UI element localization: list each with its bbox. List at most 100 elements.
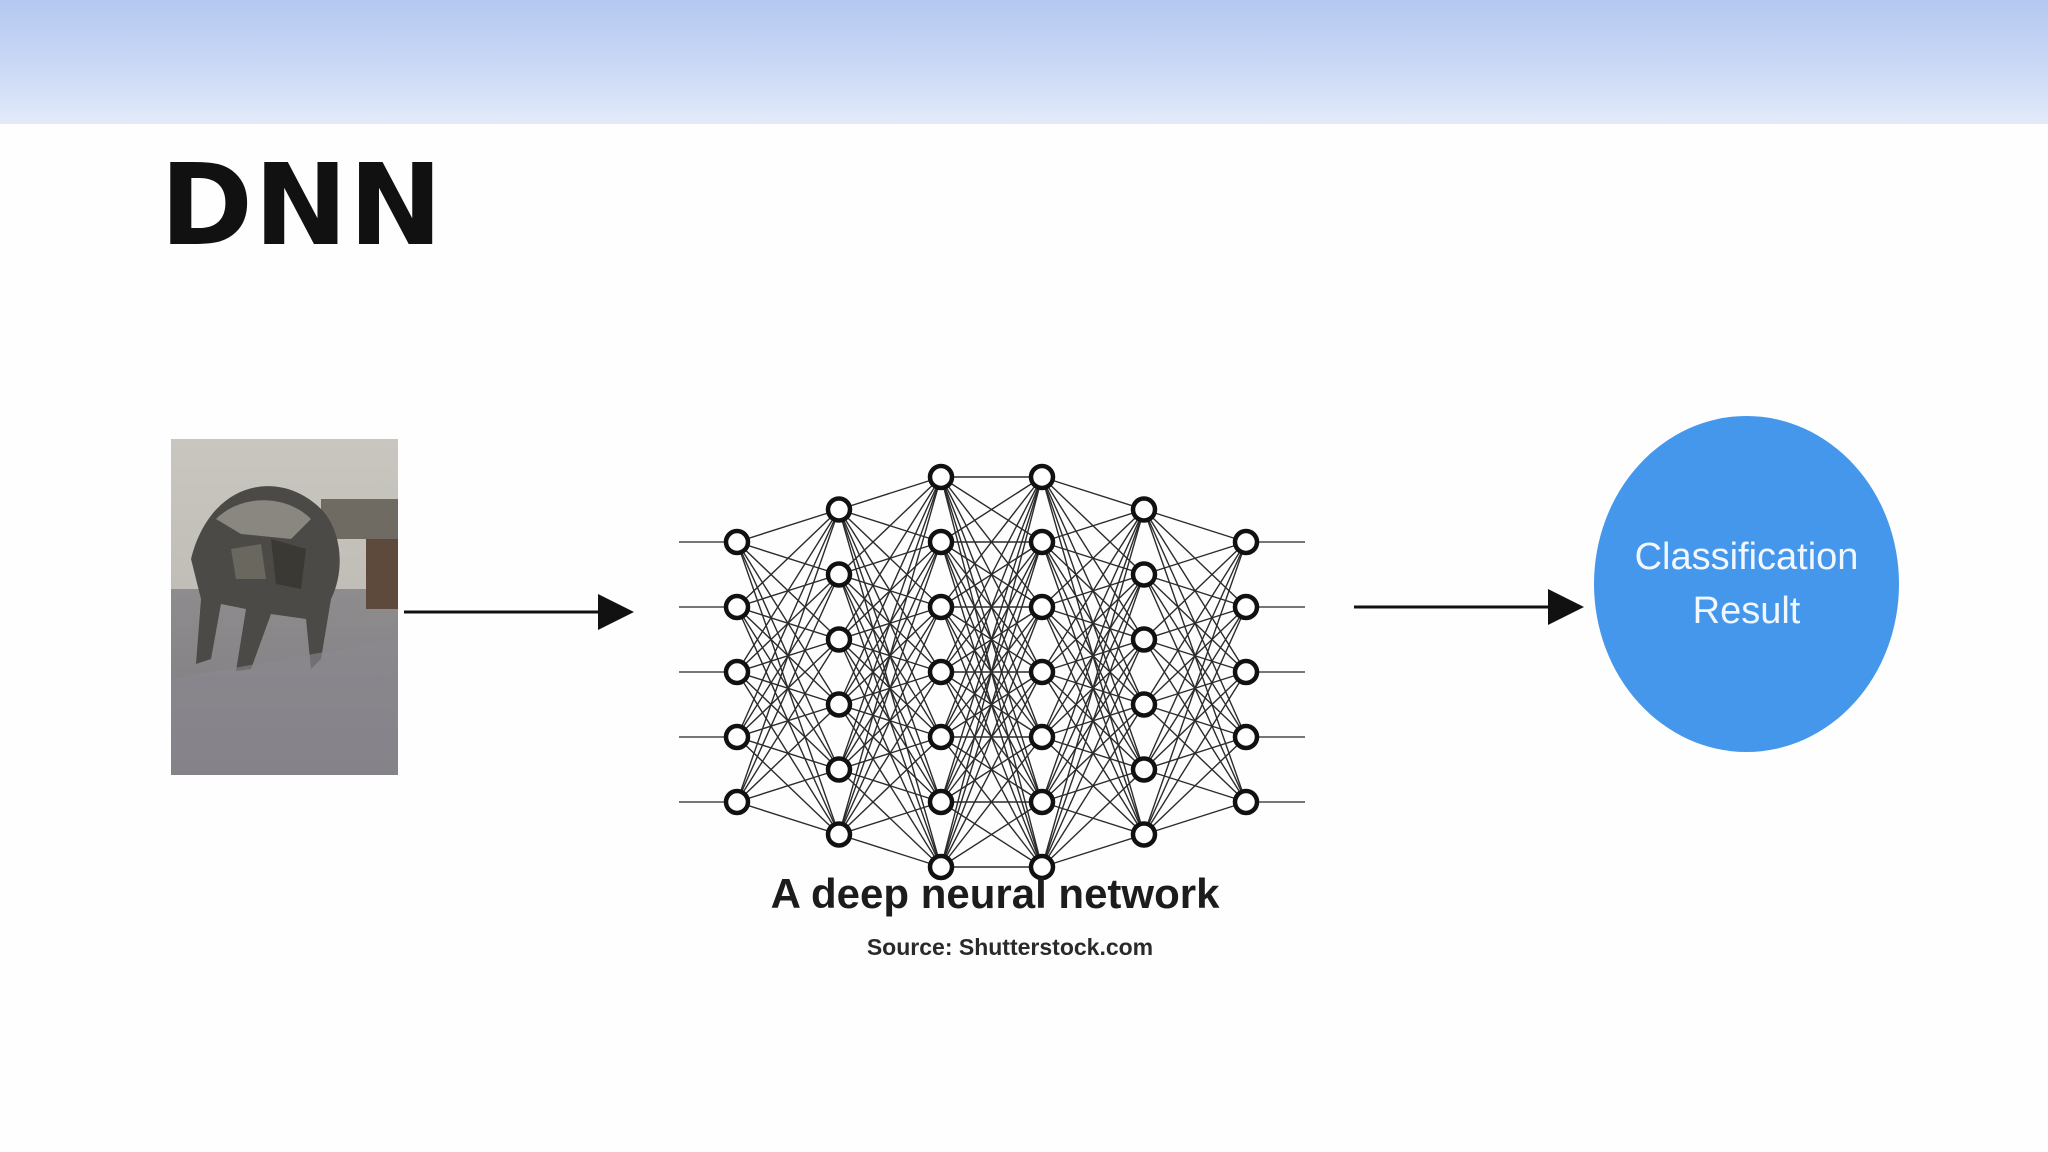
- connection-line: [1143, 541, 1247, 770]
- connection-line: [1041, 639, 1145, 868]
- connection-line: [940, 606, 1043, 868]
- neuron-node: [1130, 496, 1158, 523]
- connection-line: [838, 476, 942, 705]
- connection-line: [940, 476, 1043, 543]
- connection-line: [1041, 833, 1145, 868]
- connection-line: [838, 476, 942, 640]
- connection-line: [838, 476, 942, 576]
- classification-result-label: Classification Result: [1634, 536, 1859, 632]
- connection-line: [736, 574, 840, 803]
- neuron-node: [825, 496, 853, 523]
- connection-line: [940, 476, 1043, 868]
- connection-line: [736, 801, 840, 836]
- connection-line: [1041, 508, 1145, 608]
- neuron-node: [1130, 691, 1158, 718]
- classification-result-circle: Classification Result: [1594, 416, 1899, 752]
- neuron-node: [825, 691, 853, 718]
- neuron-node: [825, 756, 853, 783]
- connection-line: [838, 801, 942, 836]
- connection-line: [1143, 671, 1247, 835]
- slide-title: DNN: [160, 141, 444, 271]
- connection-line: [940, 476, 1043, 803]
- connection-line: [838, 476, 942, 511]
- neuron-node: [1130, 756, 1158, 783]
- neuron-node: [723, 723, 751, 751]
- neuron-node: [1028, 788, 1056, 816]
- connection-line: [736, 509, 840, 738]
- neuron-node: [1028, 593, 1056, 621]
- neuron-node: [1232, 788, 1260, 816]
- connection-line: [1143, 541, 1247, 835]
- connection-line: [838, 736, 942, 836]
- connection-line: [1143, 508, 1247, 543]
- connection-line: [838, 671, 942, 835]
- neuron-node: [723, 788, 751, 816]
- connection-line: [1041, 476, 1145, 511]
- connection-line: [1143, 541, 1247, 576]
- network-nodes: [723, 463, 1260, 881]
- connection-line: [1041, 509, 1145, 868]
- input-image: [171, 439, 398, 775]
- connection-line: [1041, 508, 1145, 543]
- connection-line: [940, 476, 1043, 673]
- connection-line: [940, 541, 1043, 868]
- connection-line: [736, 509, 840, 803]
- neuron-node: [927, 788, 955, 816]
- connection-line: [1041, 509, 1145, 738]
- connection-line: [940, 476, 1043, 608]
- neuron-node: [1232, 658, 1260, 686]
- connection-line: [940, 671, 1043, 868]
- neuron-node: [1232, 528, 1260, 556]
- connection-line: [838, 606, 942, 835]
- connection-line: [736, 508, 840, 608]
- neuron-node: [1028, 723, 1056, 751]
- neuron-node: [1130, 821, 1158, 848]
- neuron-node: [1028, 658, 1056, 686]
- connection-line: [1143, 736, 1247, 836]
- connection-line: [736, 508, 840, 543]
- connection-line: [940, 476, 1043, 738]
- connection-line: [838, 541, 942, 835]
- network-connections: [736, 476, 1247, 868]
- connection-line: [736, 639, 840, 803]
- neuron-node: [1232, 593, 1260, 621]
- connection-line: [736, 768, 840, 803]
- neuron-node: [927, 528, 955, 556]
- neuron-node: [723, 658, 751, 686]
- bull-photo-icon: [171, 439, 398, 775]
- connection-line: [1041, 574, 1145, 868]
- neuron-node: [825, 626, 853, 653]
- diagram-source: Source: Shutterstock.com: [866, 934, 1154, 960]
- header-band: [0, 0, 2048, 124]
- neuron-node: [927, 463, 955, 491]
- neuron-node: [1028, 528, 1056, 556]
- neuron-node: [1232, 723, 1260, 751]
- neuron-node: [723, 593, 751, 621]
- connection-line: [1143, 541, 1247, 705]
- neuron-node: [927, 658, 955, 686]
- connection-line: [1041, 704, 1145, 868]
- neuron-node: [1028, 853, 1056, 881]
- neuron-node: [927, 723, 955, 751]
- neuron-node: [1028, 463, 1056, 491]
- neuron-node: [927, 593, 955, 621]
- connection-line: [838, 476, 942, 770]
- connection-line: [736, 703, 840, 803]
- connection-line: [1143, 606, 1247, 835]
- connection-line: [1143, 541, 1247, 641]
- neuron-node: [825, 821, 853, 848]
- connection-line: [736, 509, 840, 673]
- connection-line: [1143, 801, 1247, 836]
- neuron-node: [723, 528, 751, 556]
- neuron-node: [1130, 561, 1158, 588]
- diagram-caption: A deep neural network: [770, 870, 1220, 917]
- connection-line: [940, 736, 1043, 868]
- connection-line: [838, 833, 942, 868]
- connection-line: [1041, 509, 1145, 673]
- neuron-node: [825, 561, 853, 588]
- connection-line: [1041, 509, 1145, 803]
- neuron-node: [927, 853, 955, 881]
- connection-line: [838, 476, 942, 835]
